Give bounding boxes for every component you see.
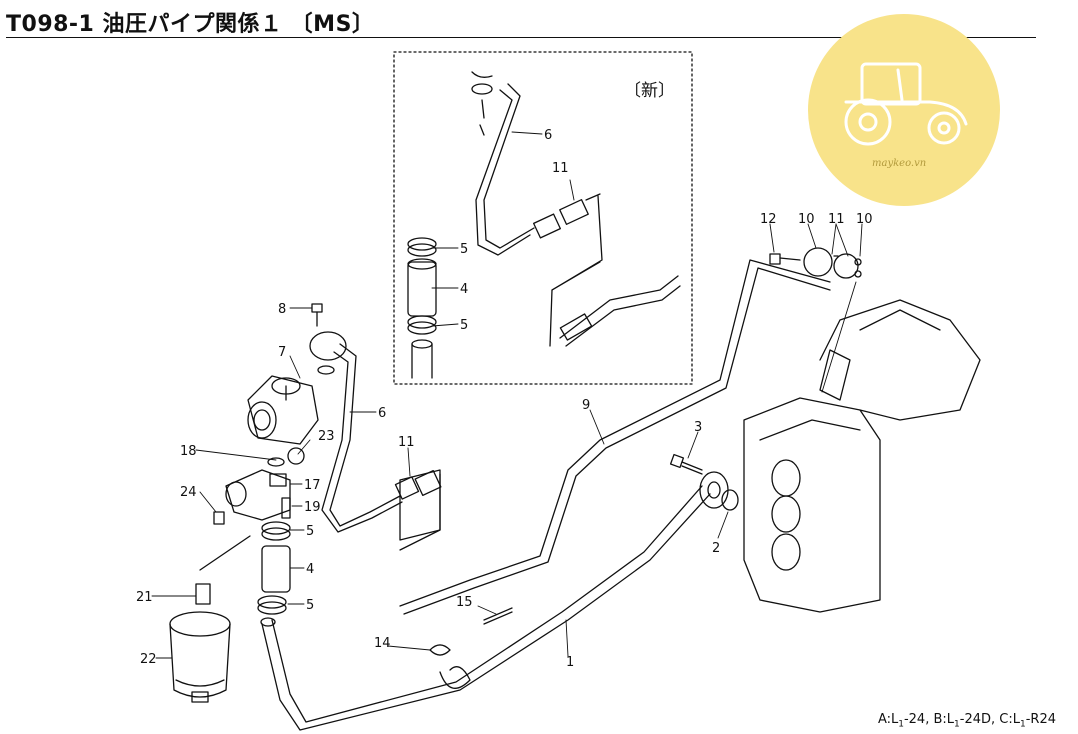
callout-16: 14 [374, 636, 391, 651]
footnote-b-prefix: B:L [933, 712, 955, 728]
page-title: T098-1 油圧パイプ関係１ 〔MS〕 [6, 12, 375, 37]
footnote-c-sub: 1 [1020, 720, 1026, 730]
steering-unit [247, 375, 319, 445]
callout-5-inset-top: 5 [460, 242, 468, 257]
bolt-3 [669, 453, 703, 475]
inset-frame [393, 51, 693, 385]
pump-housing [743, 299, 981, 613]
inset-label: 〔新〕 [624, 81, 675, 101]
inset-fitting-11 [532, 193, 603, 347]
callout-6: 6 [378, 406, 386, 421]
title-underline [6, 37, 1036, 38]
fitting-11 [394, 469, 442, 551]
callout-12: 10 [798, 212, 815, 227]
callout-6-inset: 6 [544, 128, 552, 143]
valve-block [309, 303, 403, 533]
callout-15: 12 [760, 212, 777, 227]
callout-14: 11 [828, 212, 845, 227]
callout-1: 1 [566, 655, 574, 670]
watermark-logo [808, 14, 1000, 206]
callout-20: 19 [304, 500, 321, 515]
callout-17: 15 [456, 595, 473, 610]
filter-cartridge [169, 535, 251, 703]
callout-4: 4 [306, 562, 314, 577]
main-clamps-and-hose [257, 521, 291, 615]
callout-3: 3 [694, 420, 702, 435]
inset-hose [559, 275, 681, 347]
leader-lines [151, 131, 863, 659]
footnote-a-sub: 1 [898, 720, 904, 730]
filter-head [213, 447, 305, 525]
footnote-a-suffix: -24, [903, 712, 930, 728]
callout-11-inset: 11 [552, 161, 569, 176]
fittings-12-15 [769, 247, 862, 279]
callout-10: 10 [856, 212, 873, 227]
callout-22: 22 [140, 652, 157, 667]
callout-11: 11 [398, 435, 415, 450]
callout-4-inset: 4 [460, 282, 468, 297]
callout-24: 24 [180, 485, 197, 500]
inset-pipe-6 [471, 71, 535, 256]
callout-5-inset-bottom: 5 [460, 318, 468, 333]
callout-21: 21 [136, 590, 153, 605]
footnote-c-suffix: -R24 [1025, 712, 1056, 728]
callout-9: 9 [582, 398, 590, 413]
watermark-text: maykeo.vn [872, 158, 926, 169]
callout-7: 7 [278, 345, 286, 360]
callout-2: 2 [712, 541, 720, 556]
callout-5-top: 5 [306, 524, 314, 539]
footnote-b-sub: 1 [954, 720, 960, 730]
callout-19: 18 [180, 444, 197, 459]
pipe-9 [399, 259, 831, 615]
model-footnote: A:L1-24, B:L1-24D, C:L1-R24 [878, 712, 1056, 730]
inset-clamps-and-hose [407, 237, 437, 379]
callout-5-bottom: 5 [306, 598, 314, 613]
footnote-c-prefix: C:L [999, 712, 1020, 728]
footnote-b-suffix: -24D, [959, 712, 996, 728]
callout-8: 8 [278, 302, 286, 317]
callout-23: 23 [318, 429, 335, 444]
pipe-1 [260, 471, 739, 731]
footnote-a-prefix: A:L [877, 712, 899, 728]
clip-16-pin-17 [429, 607, 513, 689]
callout-18: 17 [304, 478, 321, 493]
